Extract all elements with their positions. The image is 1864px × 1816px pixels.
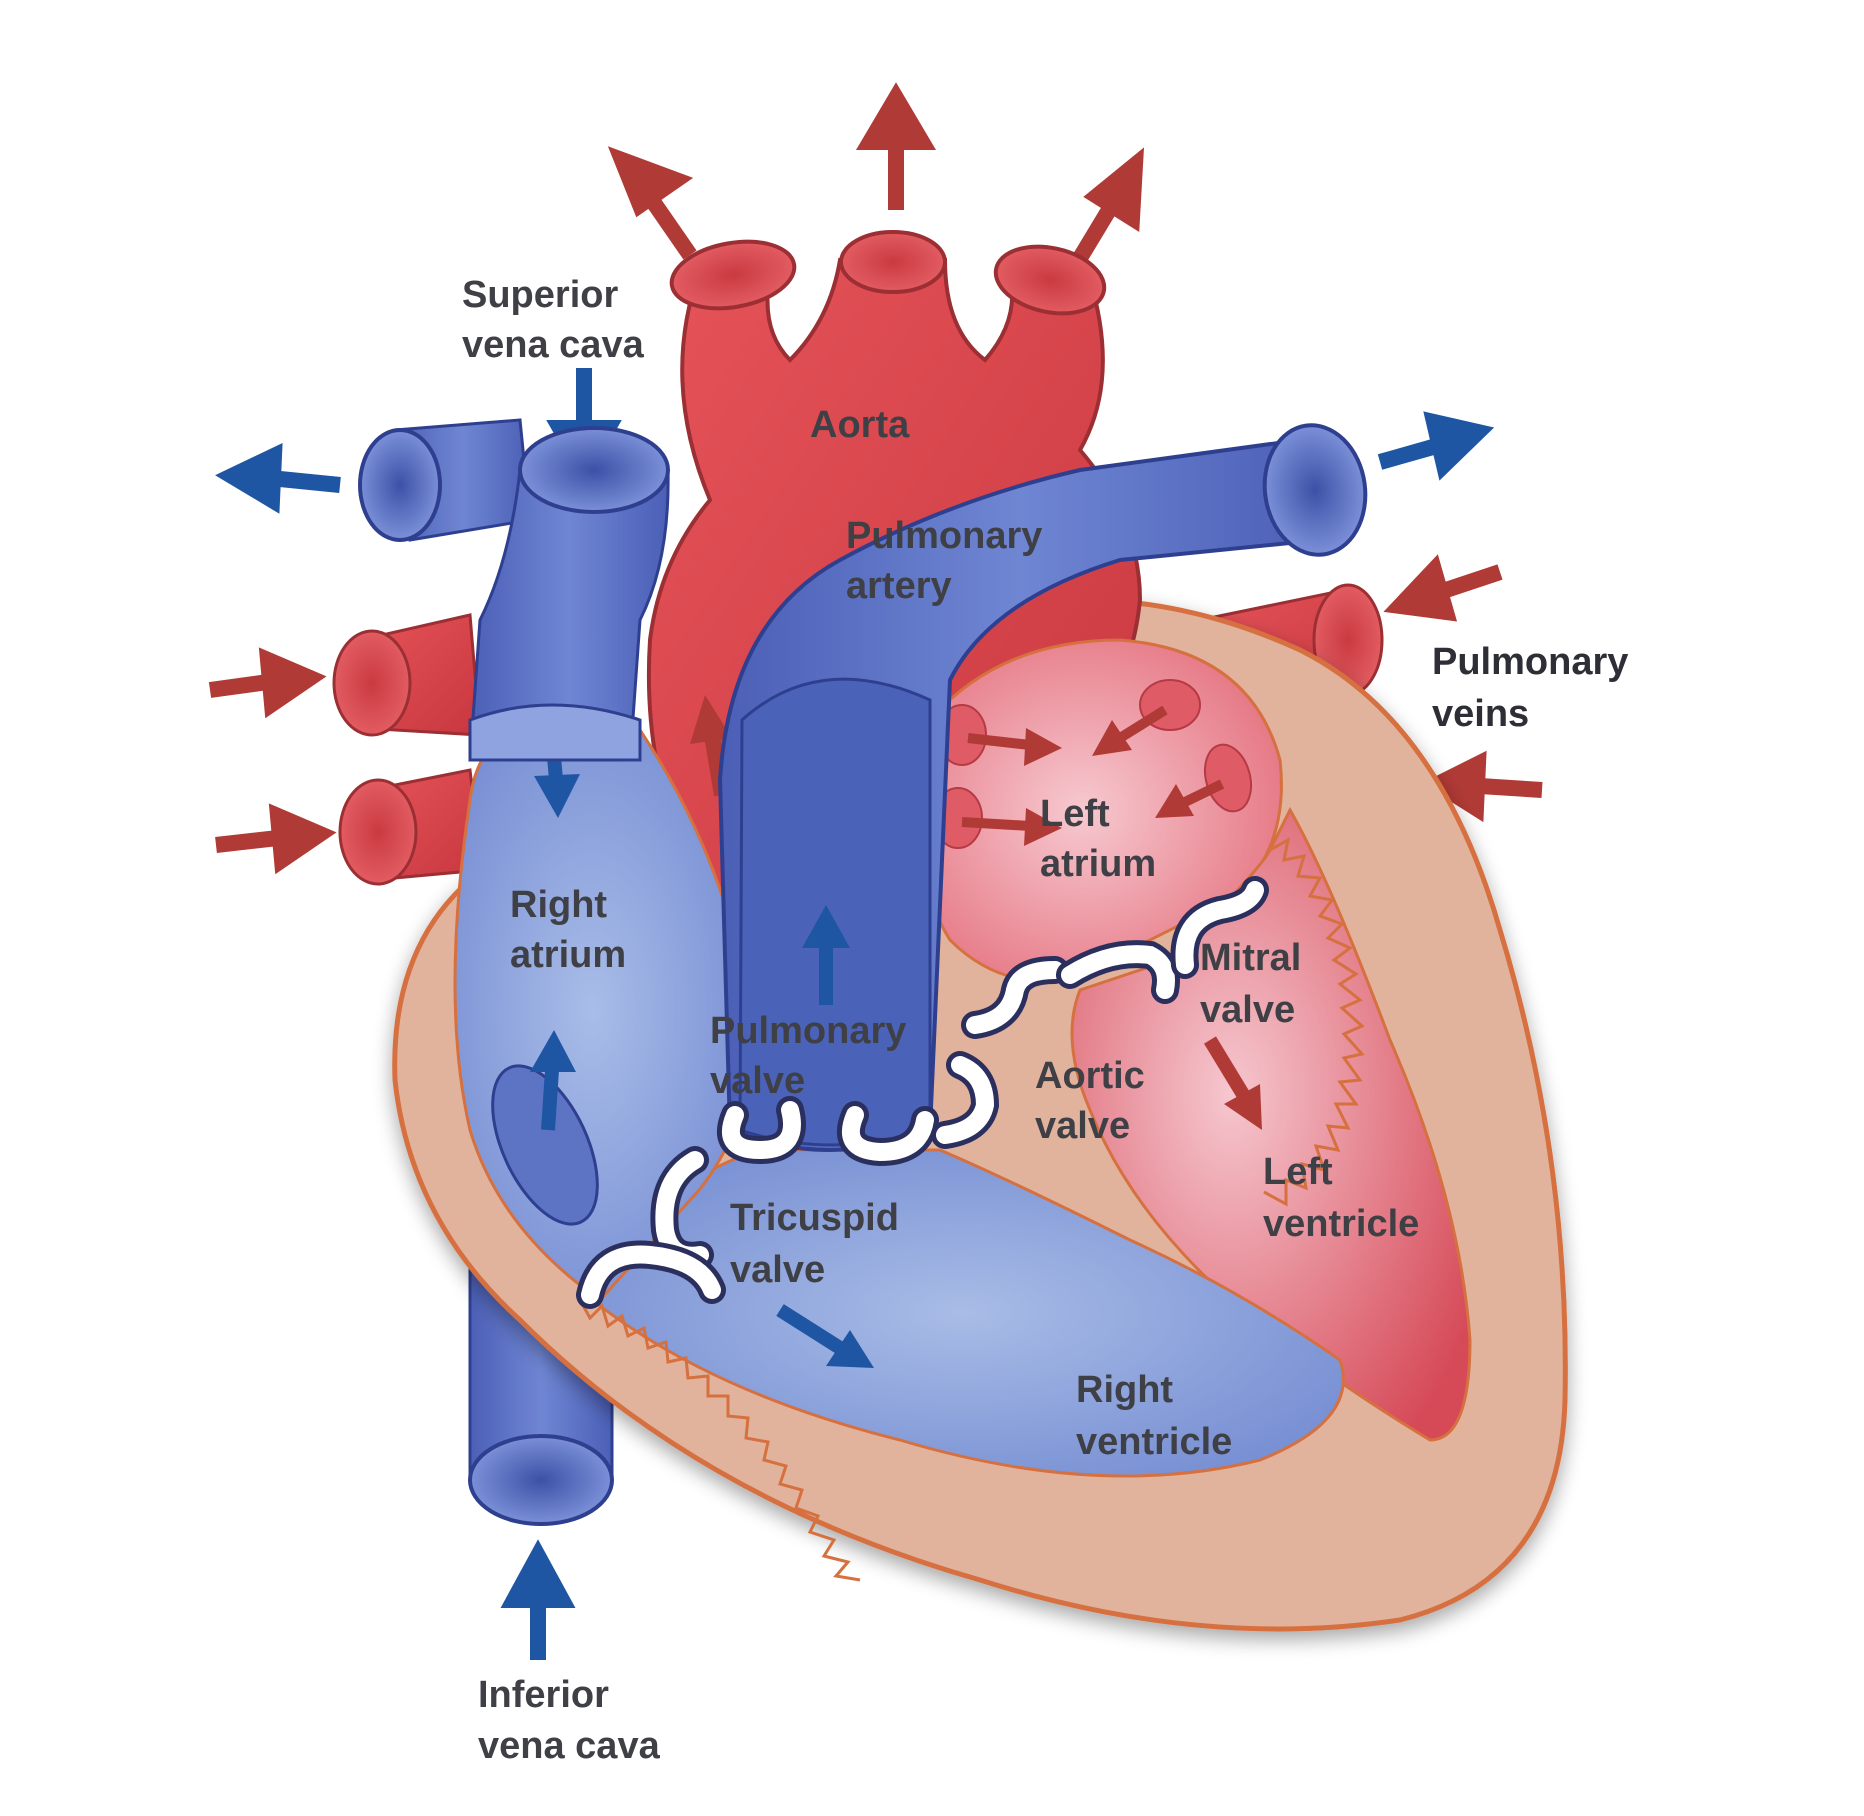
label-left-atrium: Left atrium <box>1040 793 1156 885</box>
aorta-arrow-left <box>607 146 697 260</box>
label-aorta: Aorta <box>810 404 910 446</box>
label-pulmonary-artery: Pulmonary artery <box>846 515 1053 607</box>
pulmonary-valve-leaflet-right <box>842 1106 934 1162</box>
pulmonary-vein-arrow-left-lower <box>215 803 337 875</box>
label-aortic-valve: Aortic valve <box>1035 1055 1155 1147</box>
pulmonary-vein-arrow-right-upper <box>1383 554 1503 622</box>
label-inferior-vena-cava: Inferior vena cava <box>478 1674 661 1767</box>
pulmonary-artery-inner-arrow <box>802 905 850 1005</box>
coronary-sinus-opening <box>491 1064 599 1226</box>
pulmonary-artery <box>717 423 1368 1152</box>
mitral-flow-arrow <box>1204 1036 1262 1130</box>
mitral-valve-leaflet-right <box>1175 881 1264 974</box>
pulmonary-veins-left <box>332 613 484 886</box>
valves <box>576 876 1269 1309</box>
aortic-valve-leaflet-upper <box>966 961 1064 1034</box>
right-ventricle-trabeculae <box>578 1299 861 1582</box>
label-pulmonary-valve: Pulmonary valve <box>710 1010 917 1102</box>
pulmonary-vein-arrow-left-upper <box>208 647 327 719</box>
label-right-ventricle: Right ventricle <box>1076 1369 1232 1463</box>
ivc-arrow <box>500 1539 576 1660</box>
left-ventricle-trabeculae <box>1263 837 1365 1207</box>
pulmonary-vein-arrow-right-lower <box>1421 750 1543 823</box>
pulmonary-artery-arrow-right <box>1377 411 1495 481</box>
pulmonary-valve-leaflet-left <box>722 1101 801 1160</box>
label-tricuspid-valve: Tricuspid valve <box>730 1197 909 1291</box>
aortic-valve-leaflet-lower <box>936 1056 995 1144</box>
label-pulmonary-veins: Pulmonary veins <box>1432 641 1639 735</box>
aorta-arrow-right <box>1073 147 1145 263</box>
pulmonary-artery-arrow-left <box>215 443 341 514</box>
label-right-atrium: Right atrium <box>510 884 626 976</box>
label-mitral-valve: Mitral valve <box>1200 937 1312 1031</box>
tricuspid-valve-leaflet-lower <box>581 1245 721 1304</box>
label-left-ventricle: Left ventricle <box>1263 1151 1419 1245</box>
aorta-arrow-center <box>855 82 937 210</box>
mitral-valve-leaflet-left <box>1061 945 1175 999</box>
tricuspid-flow-arrow <box>776 1304 874 1368</box>
left-atrium <box>917 638 1283 984</box>
superior-vena-cava <box>358 418 670 762</box>
label-superior-vena-cava: Superior vena cava <box>462 274 645 366</box>
